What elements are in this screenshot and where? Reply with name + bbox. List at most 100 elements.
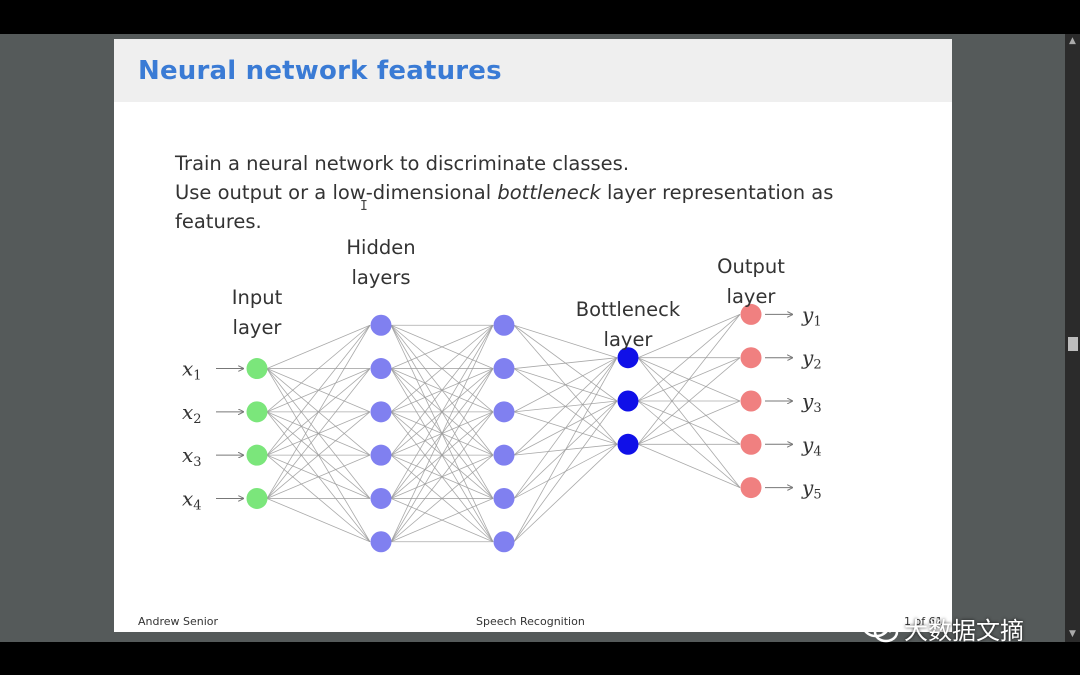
output-label-y2: y2 bbox=[801, 346, 822, 373]
input-node-2 bbox=[246, 401, 268, 423]
connection-edges bbox=[266, 314, 741, 543]
connection-edge bbox=[266, 454, 371, 499]
connection-edge bbox=[637, 357, 741, 445]
output-node-1 bbox=[740, 303, 762, 325]
connection-edge bbox=[390, 324, 494, 369]
footer-title: Speech Recognition bbox=[476, 615, 585, 628]
slide-title: Neural network features bbox=[138, 56, 502, 86]
hidden-1-node-1 bbox=[370, 314, 392, 336]
hidden-layers-label-line-1: Hidden bbox=[346, 236, 415, 259]
connection-edge bbox=[637, 400, 741, 445]
scroll-up-arrow-icon[interactable]: ▲ bbox=[1069, 36, 1076, 46]
output-node-3 bbox=[740, 390, 762, 412]
connection-edge bbox=[266, 368, 371, 499]
output-node-4 bbox=[740, 433, 762, 455]
output-label-y1: y1 bbox=[801, 302, 822, 329]
input-label-x1: x1 bbox=[182, 357, 202, 384]
connection-edge bbox=[513, 444, 618, 543]
footer-author: Andrew Senior bbox=[138, 615, 219, 628]
body-line-2: Use output or a low-dimensional bottlene… bbox=[175, 178, 895, 207]
connection-edge bbox=[390, 324, 494, 413]
connection-edge bbox=[266, 324, 371, 369]
bottleneck-node-2 bbox=[617, 390, 639, 412]
connection-edge bbox=[513, 357, 618, 542]
connection-edge bbox=[513, 357, 618, 456]
connection-edge bbox=[637, 443, 741, 488]
body-line-2-post: layer representation as bbox=[600, 181, 834, 204]
bottleneck-layer-label-line-1: Bottleneck bbox=[576, 298, 681, 321]
connection-edge bbox=[390, 325, 494, 456]
text-cursor-icon: I bbox=[360, 199, 368, 214]
wechat-icon bbox=[861, 612, 899, 643]
connection-edge bbox=[513, 324, 618, 359]
connection-edge bbox=[513, 357, 618, 499]
body-line-3: features. bbox=[175, 210, 262, 233]
output-node-2 bbox=[740, 347, 762, 369]
input-node-3 bbox=[246, 444, 268, 466]
connection-edge bbox=[513, 357, 618, 413]
connection-edge bbox=[390, 325, 494, 499]
connection-edge bbox=[266, 325, 371, 499]
connection-edge bbox=[390, 368, 494, 542]
input-label-x2: x2 bbox=[182, 400, 202, 427]
title-bar: Neural network features bbox=[114, 39, 952, 102]
network-nodes bbox=[246, 303, 762, 553]
connection-edge bbox=[390, 411, 494, 542]
output-label-y4: y4 bbox=[801, 432, 822, 459]
slide: Neural network features Train a neural n… bbox=[114, 39, 952, 632]
io-arrows bbox=[216, 314, 792, 498]
input-label-x3: x3 bbox=[182, 443, 202, 470]
bottleneck-layer-label-line-2: layer bbox=[604, 328, 654, 351]
scroll-thumb[interactable] bbox=[1068, 337, 1078, 351]
input-layer-label-line-1: Input bbox=[232, 286, 283, 309]
body-line-2-pre: Use output or a low-dimensional bbox=[175, 181, 498, 204]
hidden-layers-label-line-2: layers bbox=[351, 266, 410, 289]
output-layer-label-line-1: Output bbox=[717, 255, 785, 278]
vertical-scrollbar[interactable]: ▲ ▼ bbox=[1065, 34, 1080, 642]
connection-edge bbox=[266, 324, 371, 413]
connection-edge bbox=[266, 411, 371, 499]
hidden-1-node-2 bbox=[370, 358, 392, 380]
output-layer-label-line-2: layer bbox=[727, 285, 777, 308]
hidden-2-node-2 bbox=[493, 358, 515, 380]
hidden-2-node-1 bbox=[493, 314, 515, 336]
hidden-1-node-6 bbox=[370, 531, 392, 553]
connection-edge bbox=[266, 498, 371, 543]
connection-edge bbox=[513, 400, 618, 542]
input-layer-label-line-2: layer bbox=[233, 316, 283, 339]
hidden-1-node-3 bbox=[370, 401, 392, 423]
hidden-2-node-6 bbox=[493, 531, 515, 553]
footer-page-number: 1 of 61 bbox=[904, 615, 943, 628]
output-label-y5: y5 bbox=[801, 476, 822, 503]
bottleneck-node-3 bbox=[617, 433, 639, 455]
hidden-2-node-3 bbox=[493, 401, 515, 423]
hidden-1-node-4 bbox=[370, 444, 392, 466]
scroll-down-arrow-icon[interactable]: ▼ bbox=[1069, 629, 1076, 639]
slide-body: Train a neural network to discriminate c… bbox=[175, 149, 895, 236]
connection-edge bbox=[637, 314, 741, 445]
output-node-5 bbox=[740, 477, 762, 499]
input-node-4 bbox=[246, 487, 268, 509]
hidden-2-node-4 bbox=[493, 444, 515, 466]
bottleneck-node-1 bbox=[617, 347, 639, 369]
input-node-1 bbox=[246, 358, 268, 380]
connection-edge bbox=[637, 314, 741, 402]
hidden-2-node-5 bbox=[493, 487, 515, 509]
output-label-y3: y3 bbox=[801, 389, 822, 416]
hidden-1-node-5 bbox=[370, 487, 392, 509]
connection-edge bbox=[390, 454, 494, 543]
connection-edge bbox=[266, 325, 371, 456]
connection-edge bbox=[513, 357, 618, 369]
connection-edge bbox=[390, 498, 494, 543]
connection-edge bbox=[637, 314, 741, 359]
body-line-1: Train a neural network to discriminate c… bbox=[175, 152, 630, 175]
watermark-text: 大数据文摘 bbox=[904, 616, 1024, 645]
watermark: 大数据文摘 bbox=[860, 608, 1024, 648]
body-line-2-emphasis: bottleneck bbox=[497, 181, 601, 204]
slide-viewer[interactable]: Neural network features Train a neural n… bbox=[0, 34, 1080, 642]
connection-edge bbox=[390, 325, 494, 542]
